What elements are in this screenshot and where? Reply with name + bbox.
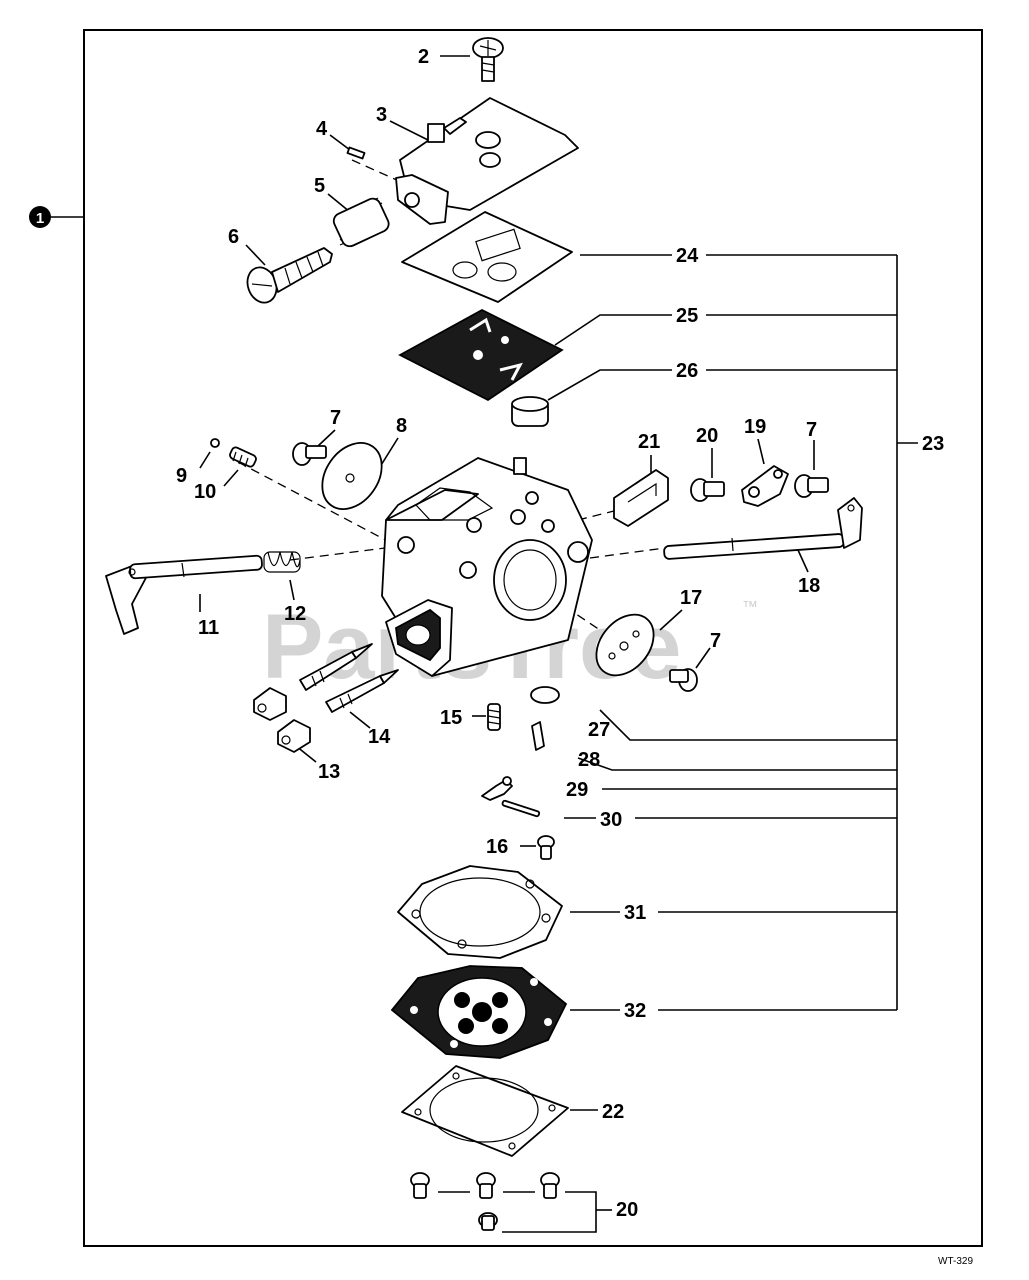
trademark: ™ [742,599,758,616]
part-29-inlet-needle [481,776,513,801]
label-17: 17 [680,587,702,609]
part-18-choke-shaft [663,497,863,560]
part-2-screw [472,37,504,82]
label-11: 11 [198,617,219,639]
bracket-23 [577,254,918,1011]
figure-code: WT-329 [938,1256,973,1267]
part-15-spring [487,703,501,731]
label-15: 15 [440,707,462,729]
label-20-bottom: 20 [616,1199,638,1221]
part-26-filter-screen [511,396,549,427]
label-27: 27 [588,719,610,741]
part-31-gasket [397,865,563,959]
part-8-valve-disc [321,442,383,510]
part-16-screw [537,835,555,860]
leader-lines [199,55,815,1111]
part-6-screw [246,247,333,304]
label-19: 19 [744,416,766,438]
part-7-screw-lower [669,668,698,692]
label-6: 6 [228,226,239,248]
label-7-top: 7 [330,407,341,429]
label-32: 32 [624,1000,646,1022]
part-20-screw-right [690,478,725,502]
label-5: 5 [314,175,325,197]
part-17-disc [595,613,655,677]
diagram-frame [83,29,983,1247]
assembly-ref-number: 1 [36,210,44,227]
label-13: 13 [318,761,340,783]
label-4: 4 [316,118,328,140]
part-4-pin [346,146,366,160]
label-7-right: 7 [806,419,817,441]
label-12: 12 [284,603,306,625]
label-9: 9 [176,465,187,487]
label-31: 31 [624,902,646,924]
bracket-20 [438,1191,612,1233]
part-28-needle [531,721,545,751]
part-22-cover [401,1065,569,1157]
part-27-o-ring [530,686,560,704]
part-5-spring [332,197,390,248]
part-32-diaphragm [390,965,568,1059]
part-24-gasket [401,211,573,303]
label-18: 18 [798,575,820,597]
part-13-caps [253,687,311,753]
label-20-right: 20 [696,425,718,447]
label-7-lower: 7 [710,630,721,652]
label-8: 8 [396,415,407,437]
label-2: 2 [418,46,429,68]
label-23: 23 [922,433,944,455]
part-7-screw-right [794,474,829,498]
label-22: 22 [602,1101,624,1123]
label-25: 25 [676,305,698,327]
part-30-pin [501,799,541,818]
part-11-throttle-shaft [105,554,263,635]
label-10: 10 [194,481,216,503]
part-3-pump-cover [395,97,579,225]
label-30: 30 [600,809,622,831]
part-25-diaphragm [398,308,564,402]
label-24: 24 [676,245,699,267]
label-29: 29 [566,779,588,801]
part-14-needles [299,643,399,713]
carburetor-body [381,457,593,677]
label-14: 14 [368,726,391,748]
part-7-screw-top [292,442,327,466]
part-labels: 2 3 4 5 6 24 25 26 23 7 8 9 10 21 20 19 … [176,46,944,1221]
label-16: 16 [486,836,508,858]
label-28: 28 [578,749,600,771]
label-21: 21 [638,431,660,453]
part-10-spring [229,446,257,468]
label-26: 26 [676,360,698,382]
part-19-lever [741,465,789,507]
part-12-spring [263,551,301,573]
assembly-ref-badge [29,206,51,228]
label-3: 3 [376,104,387,126]
part-20-screws-bottom [410,1172,560,1231]
part-9-ball [210,438,220,448]
part-21-bracket [613,469,669,527]
